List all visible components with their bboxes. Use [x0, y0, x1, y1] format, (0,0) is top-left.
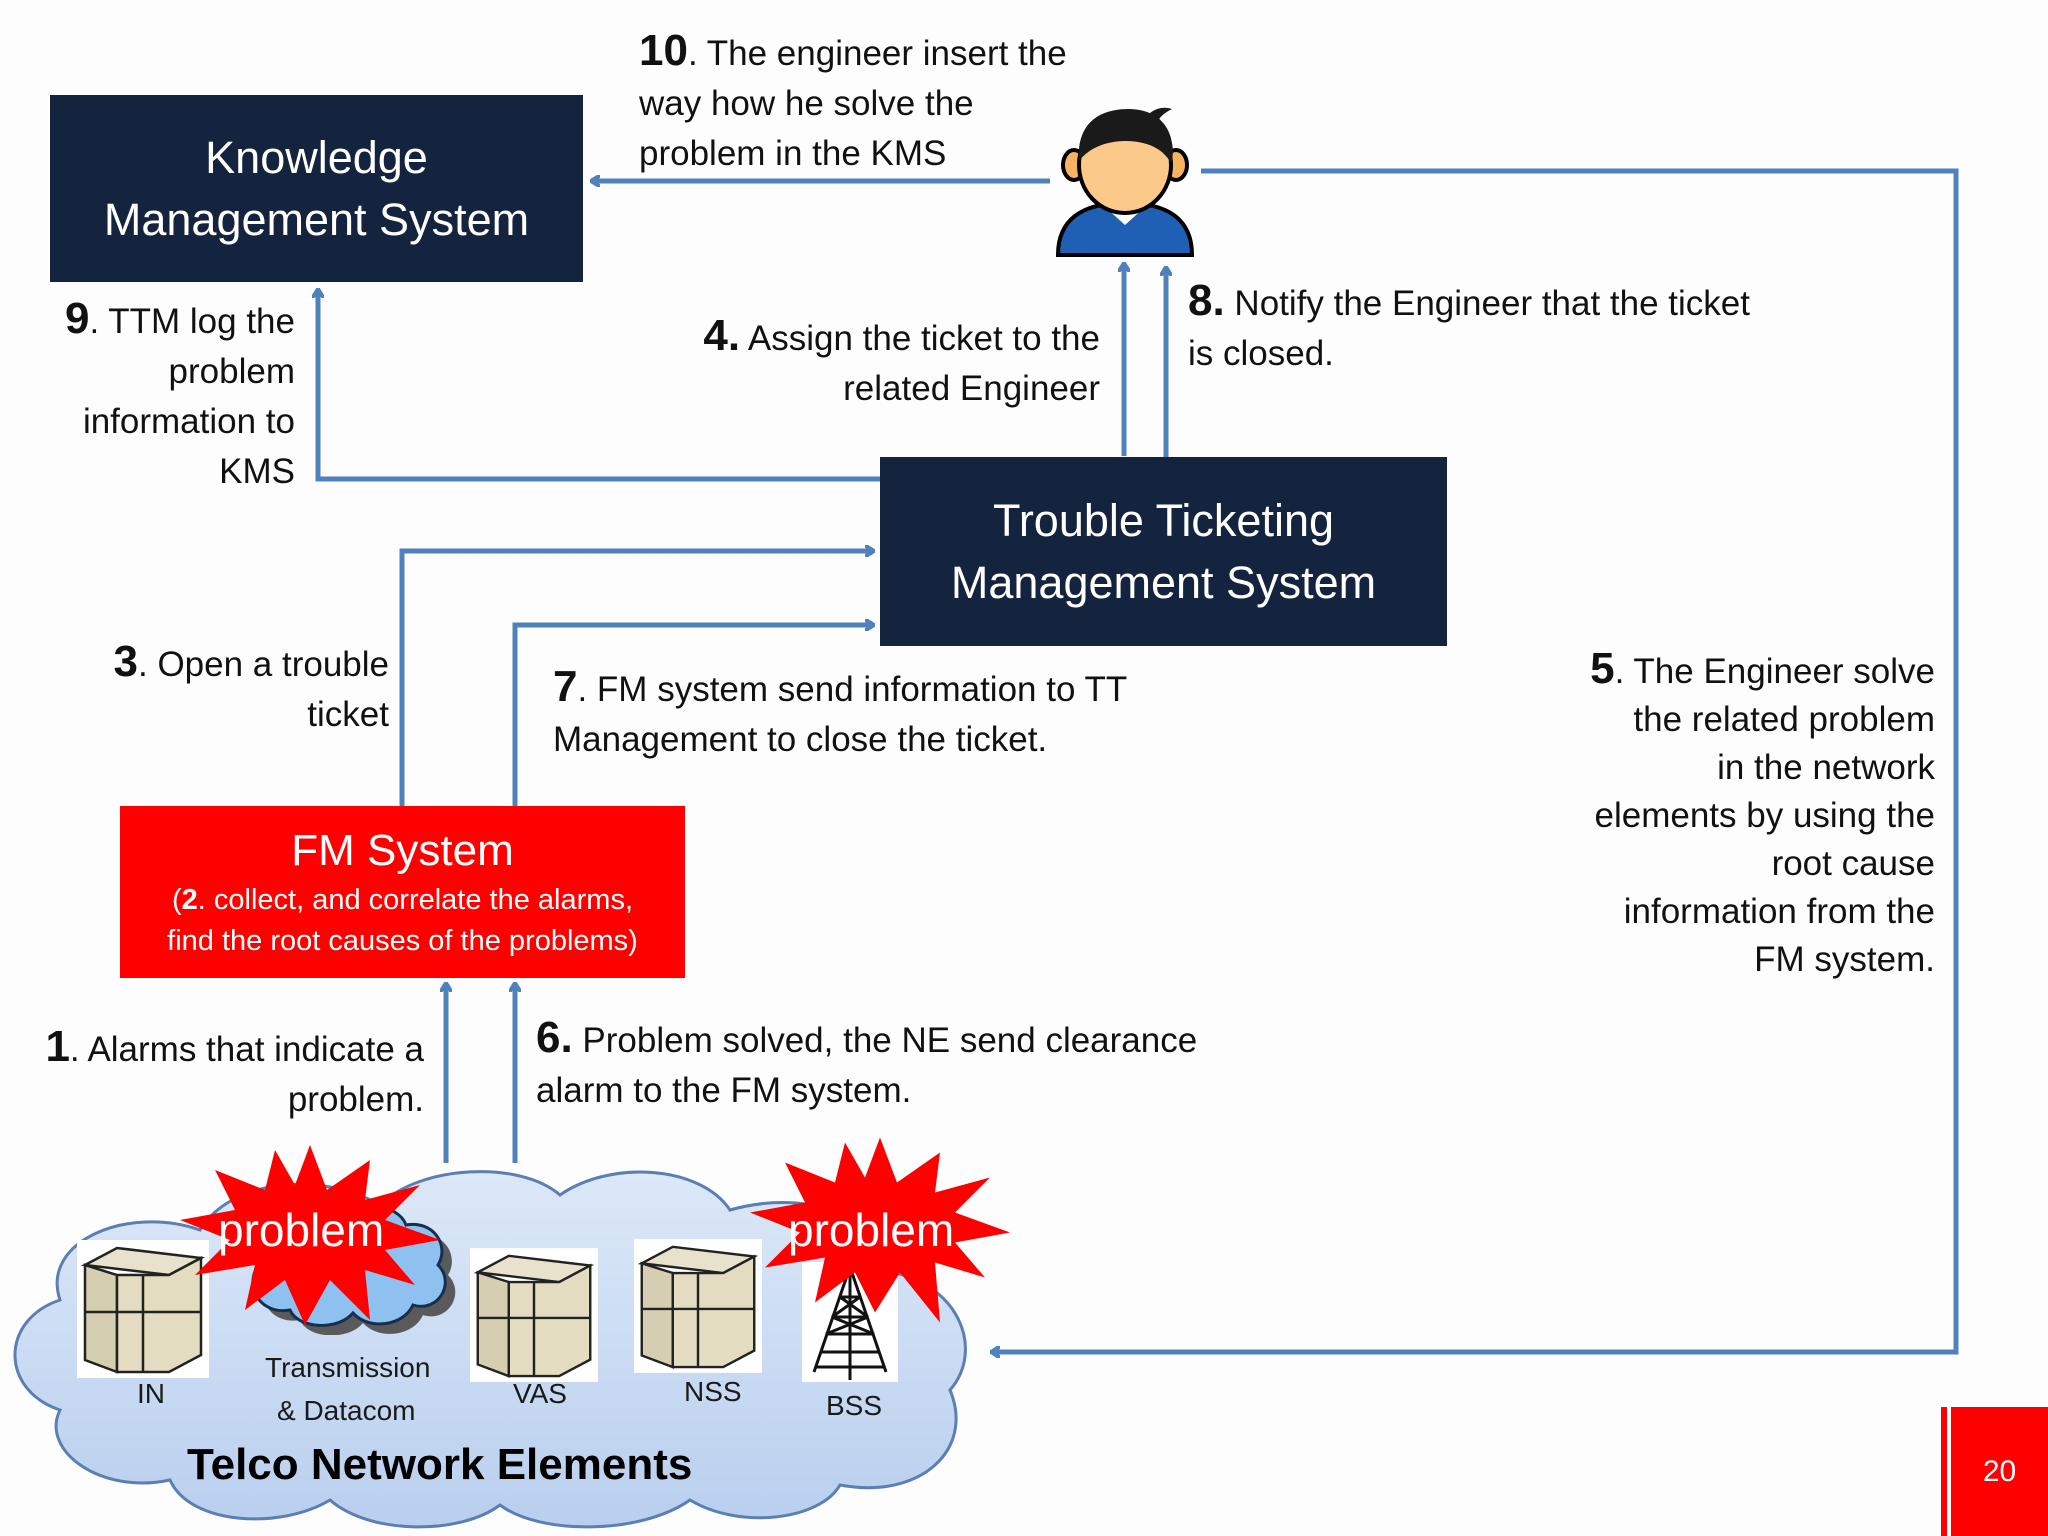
- arrow-step-3: [399, 551, 873, 806]
- step-7-line2: Management to close the ticket.: [553, 720, 1048, 759]
- in-server-icon: [77, 1240, 209, 1378]
- page-number: 20: [1951, 1407, 2048, 1536]
- step-10-line2: way how he solve the: [639, 84, 974, 123]
- nss-server-icon: [634, 1239, 762, 1373]
- step-7-line1: 7. FM system send information to TT: [553, 662, 1127, 715]
- step-1-text: . Alarms that indicate a: [69, 1030, 424, 1069]
- step-9-line4: KMS: [219, 452, 295, 491]
- page-accent-bar: [1941, 1407, 1947, 1536]
- step-3-label: 3. Open a trouble ticket: [114, 637, 389, 740]
- step-1-label: 1. Alarms that indicate a problem.: [45, 1022, 424, 1125]
- step-9-line1: 9. TTM log the: [65, 294, 295, 347]
- step-1-number: 1: [45, 1022, 70, 1071]
- ne-label-bss: BSS: [826, 1390, 883, 1421]
- step-10-line3: problem in the KMS: [639, 134, 947, 173]
- ne-label-vas: VAS: [513, 1378, 567, 1409]
- step-5-number: 5: [1590, 644, 1615, 693]
- step-5-line1: 5. The Engineer solve: [1590, 645, 1935, 696]
- fm-subtitle-line1: (2. collect, and correlate the alarms,: [172, 880, 633, 921]
- step-3-text: . Open a trouble: [138, 645, 389, 684]
- step-8-line2: is closed.: [1188, 334, 1334, 373]
- kms-title-line1: Knowledge: [205, 131, 428, 183]
- kms-title-line2: Management System: [103, 193, 530, 245]
- arrow-step-7: [512, 625, 873, 806]
- arrow-step-9: [318, 290, 880, 482]
- step-7-label: 7. FM system send information to TT Mana…: [553, 662, 1127, 765]
- step-5-line2: the related problem: [1633, 700, 1935, 739]
- step-10-text: . The engineer insert the: [687, 34, 1067, 73]
- step-7-text: . FM system send information to TT: [577, 670, 1128, 709]
- step-4-line1: 4. Assign the ticket to the: [703, 311, 1100, 364]
- step-8-text: Notify the Engineer that the ticket: [1224, 284, 1750, 323]
- arrow-step-5: [992, 168, 1959, 1352]
- step-10-label: 10. The engineer insert the way how he s…: [639, 26, 1067, 179]
- ttm-title-line1: Trouble Ticketing: [993, 494, 1334, 546]
- ne-label-in: IN: [137, 1378, 165, 1409]
- step-6-label: 6. Problem solved, the NE send clearance…: [536, 1013, 1197, 1116]
- ne-label-datacom: & Datacom: [277, 1395, 416, 1426]
- fm-title: FM System: [291, 826, 514, 875]
- step-5-line6: information from the: [1623, 892, 1935, 931]
- problem-burst-2-label: problem: [788, 1204, 955, 1256]
- step-8-number: 8.: [1188, 276, 1225, 325]
- step-5-text: . The Engineer solve: [1614, 652, 1935, 691]
- step-4-number: 4.: [703, 311, 741, 360]
- step-10-number: 10: [639, 26, 688, 75]
- step-6-number: 6.: [536, 1013, 573, 1062]
- ttm-title-line2: Management System: [950, 556, 1377, 608]
- step-1-line2: problem.: [287, 1080, 424, 1119]
- ne-label-nss: NSS: [684, 1376, 742, 1407]
- telco-network-title: Telco Network Elements: [187, 1440, 693, 1489]
- step-10-line1: 10. The engineer insert the: [639, 26, 1067, 79]
- step-4-text: Assign the ticket to the: [740, 319, 1100, 358]
- fm-step-number: 2: [181, 884, 198, 916]
- step-5-line3: in the network: [1717, 748, 1935, 787]
- problem-burst-1-label: problem: [218, 1204, 385, 1256]
- step-9-number: 9: [64, 294, 90, 343]
- step-4-label: 4. Assign the ticket to the related Engi…: [703, 311, 1100, 414]
- step-5-label: 5. The Engineer solve the related proble…: [1590, 645, 1935, 984]
- fm-sub-paren: (: [171, 884, 182, 916]
- step-1-line1: 1. Alarms that indicate a: [45, 1022, 424, 1075]
- step-8-line1: 8. Notify the Engineer that the ticket: [1188, 276, 1750, 329]
- kms-box: Knowledge Management System: [50, 95, 583, 282]
- ttm-box: Trouble Ticketing Management System: [880, 457, 1447, 646]
- step-6-line1: 6. Problem solved, the NE send clearance: [536, 1013, 1197, 1066]
- step-7-number: 7: [553, 662, 578, 711]
- ne-label-transmission: Transmission: [265, 1352, 431, 1383]
- step-9-text: . TTM log the: [89, 302, 295, 341]
- problem-burst-2: [750, 1137, 1010, 1323]
- step-5-line4: elements by using the: [1594, 796, 1935, 835]
- problem-burst-1: [180, 1145, 440, 1325]
- engineer-avatar-icon: [1055, 107, 1195, 257]
- fm-subtitle-line2: find the root causes of the problems): [167, 925, 638, 957]
- page-number-text: 20: [1982, 1454, 2017, 1488]
- step-3-line2: ticket: [307, 695, 389, 734]
- step-9-line3: information to: [82, 402, 295, 441]
- fm-system-box: FM System (2. collect, and correlate the…: [120, 806, 685, 978]
- step-3-line1: 3. Open a trouble: [114, 637, 389, 690]
- step-6-text: Problem solved, the NE send clearance: [572, 1021, 1198, 1060]
- step-5-line7: FM system.: [1754, 940, 1935, 979]
- fm-sub-text: . collect, and correlate the alarms,: [197, 884, 633, 916]
- step-9-label: 9. TTM log the problem information to KM…: [65, 294, 295, 497]
- step-9-line2: problem: [168, 352, 295, 391]
- step-4-line2: related Engineer: [843, 369, 1100, 408]
- step-6-line2: alarm to the FM system.: [536, 1071, 912, 1110]
- vas-server-icon: [470, 1248, 598, 1382]
- step-5-line5: root cause: [1771, 844, 1935, 883]
- step-8-label: 8. Notify the Engineer that the ticket i…: [1188, 276, 1750, 379]
- step-3-number: 3: [113, 637, 138, 686]
